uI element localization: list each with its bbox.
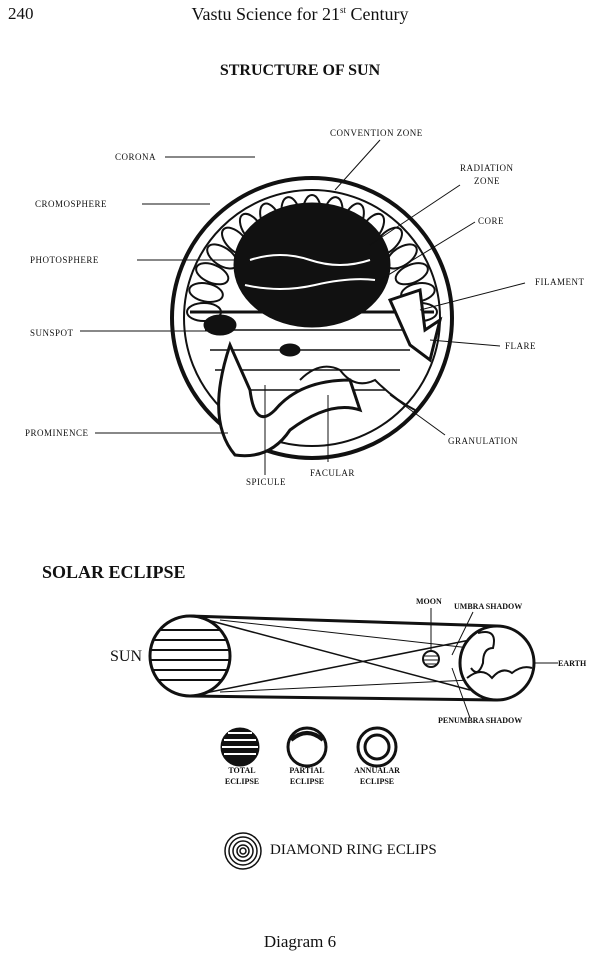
diamond-ring-symbol	[224, 832, 262, 870]
label-granulation: GRANULATION	[448, 436, 518, 446]
earth-circle	[458, 624, 536, 702]
core	[233, 202, 391, 328]
label-core: CORE	[478, 216, 505, 226]
diagram-caption: Diagram 6	[263, 932, 337, 951]
annular-eclipse-symbol	[356, 726, 398, 768]
label-facular: FACULAR	[310, 468, 355, 478]
label-corona: CORONA	[115, 152, 157, 162]
partial-eclipse-label-2: ECLIPSE	[289, 777, 325, 786]
label-umbra: UMBRA SHADOW	[454, 602, 523, 611]
partial-eclipse-label-1: PARTIAL	[289, 766, 325, 775]
running-title-end: Century	[345, 4, 409, 24]
label-sun: SUN	[110, 648, 143, 665]
sun-structure-diagram	[80, 139, 526, 475]
running-title: Vastu Science for 21st Century	[0, 4, 600, 25]
label-sunspot: SUNSPOT	[30, 328, 74, 338]
running-title-text: Vastu Science for 21	[191, 4, 340, 24]
annular-eclipse-label-1: ANNUALAR	[354, 766, 400, 775]
structure-of-sun-title: STRUCTURE OF SUN	[219, 62, 381, 79]
label-photosphere: PHOTOSPHERE	[30, 255, 99, 265]
partial-eclipse-symbol	[286, 726, 328, 768]
page-number: 240	[8, 4, 34, 23]
label-earth: EARTH	[558, 659, 587, 668]
label-radiation-zone-2: ZONE	[474, 176, 500, 186]
label-cromosphere: CROMOSPHERE	[35, 199, 108, 209]
total-eclipse-symbol	[220, 727, 260, 767]
label-flare: FLARE	[505, 341, 537, 351]
label-spicule: SPICULE	[246, 477, 287, 487]
convection-loop	[195, 262, 230, 286]
total-eclipse-label-2: ECLIPSE	[224, 777, 260, 786]
prominence-shape	[217, 340, 363, 458]
label-radiation-zone-1: RADIATION	[460, 163, 514, 173]
convection-loop	[394, 262, 429, 286]
convection-loop	[188, 282, 224, 303]
moon-circle	[422, 650, 440, 668]
total-eclipse-label-1: TOTAL	[228, 766, 256, 775]
label-convention-zone: CONVENTION ZONE	[330, 128, 423, 138]
label-moon: MOON	[416, 597, 442, 606]
solar-eclipse-title: SOLAR ECLIPSE	[42, 562, 186, 582]
label-filament: FILAMENT	[535, 277, 585, 287]
annular-eclipse-label-2: ECLIPSE	[359, 777, 395, 786]
sun-circle	[148, 614, 232, 698]
label-penumbra: PENUMBRA SHADOW	[438, 716, 523, 725]
label-prominence: PROMINENCE	[25, 428, 89, 438]
diamond-ring-label: DIAMOND RING ECLIPS	[270, 842, 437, 858]
solar-eclipse-diagram	[148, 608, 558, 870]
running-title-sup: st	[339, 5, 346, 15]
flare-shape	[387, 287, 443, 363]
